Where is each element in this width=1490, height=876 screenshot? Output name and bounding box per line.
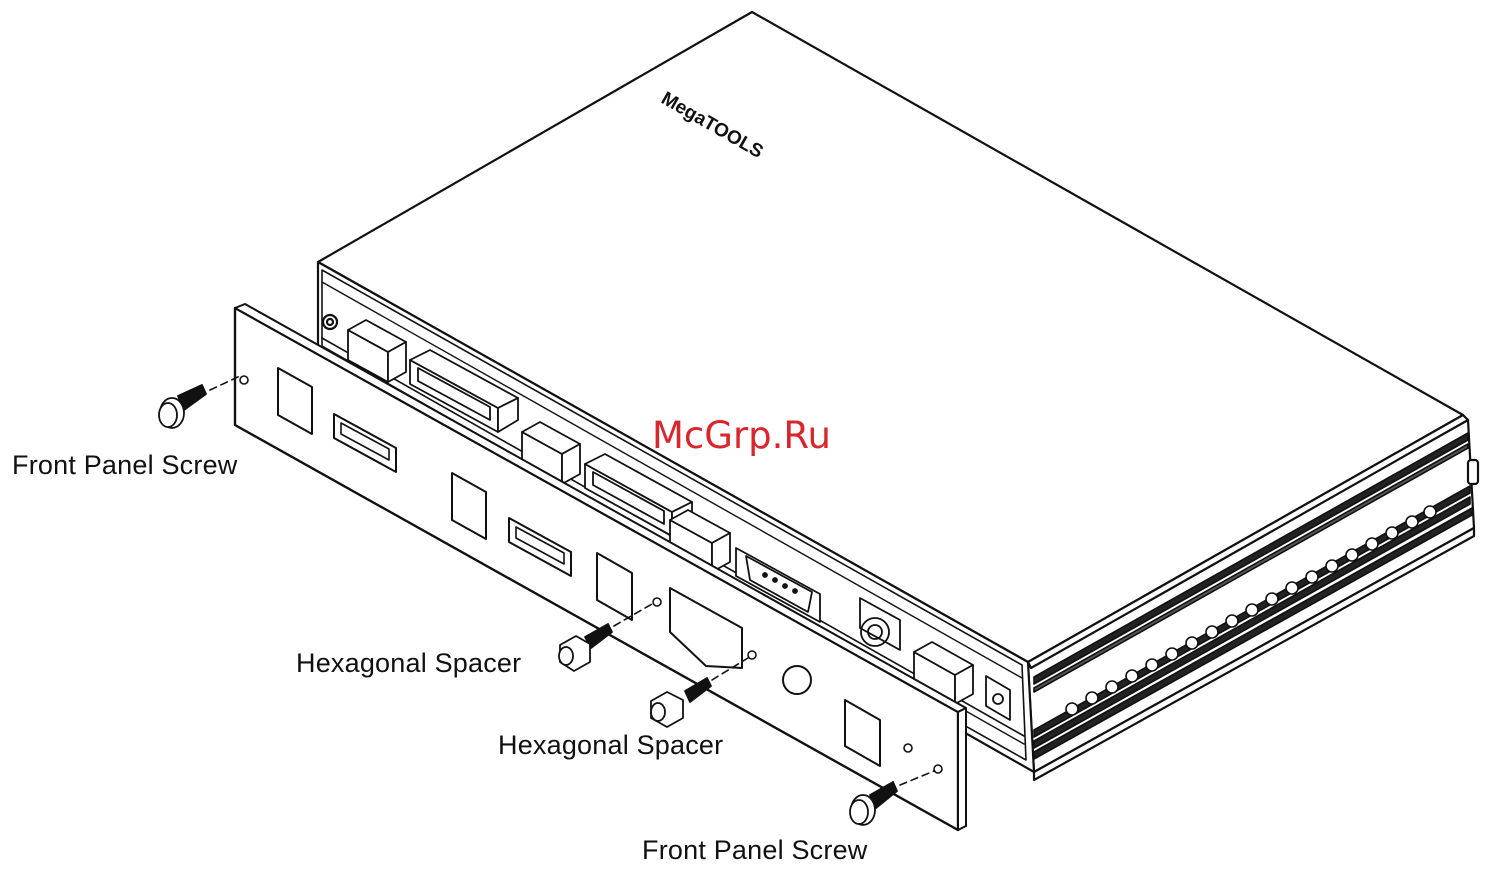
screw-right bbox=[850, 782, 897, 825]
screw-left bbox=[159, 385, 206, 428]
label-hexagonal-spacer-upper: Hexagonal Spacer bbox=[296, 648, 521, 679]
spacer-lower bbox=[651, 678, 711, 727]
spacer-upper bbox=[559, 624, 612, 671]
label-front-panel-screw-left: Front Panel Screw bbox=[12, 450, 238, 481]
watermark-text: McGrp.Ru bbox=[652, 414, 831, 457]
label-front-panel-screw-right: Front Panel Screw bbox=[642, 835, 868, 866]
label-hexagonal-spacer-lower: Hexagonal Spacer bbox=[498, 730, 723, 761]
